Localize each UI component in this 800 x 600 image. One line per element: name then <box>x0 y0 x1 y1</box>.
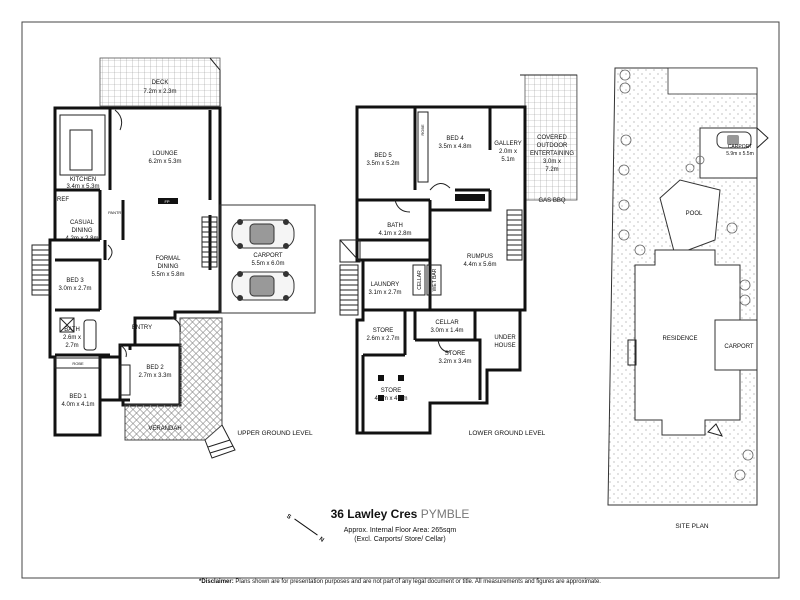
bed3-dim: 3.0m x 2.7m <box>58 286 91 292</box>
laundry-label: LAUNDRY <box>371 282 400 288</box>
fireplace <box>158 198 178 204</box>
disclaimer-text: Plans shown are for presentation purpose… <box>233 579 601 585</box>
lower-bath-label: BATH <box>387 223 403 229</box>
store1-label: STORE <box>373 328 394 334</box>
disclaimer-heading: *Disclaimer: <box>199 579 234 585</box>
lower-bath-dim: 4.1m x 2.8m <box>378 231 411 237</box>
store3-dim: 4.0m x 4.1m <box>374 396 407 402</box>
bed1-dim: 4.0m x 4.1m <box>61 402 94 408</box>
sheet-border <box>21 21 780 579</box>
lounge-dim: 6.2m x 5.3m <box>148 159 181 165</box>
bed2-dim: 2.7m x 3.3m <box>138 373 171 379</box>
formal-label-1: FORMAL <box>155 256 181 262</box>
carport-area <box>219 204 316 314</box>
casual-label-1: CASUAL <box>70 220 95 226</box>
pantry-label: PANTRY <box>108 210 124 215</box>
cellar-vertical-label: CELLAR <box>417 270 423 290</box>
verandah-area <box>124 317 223 441</box>
upper-ground-plan: DECK 7.2m x 2.3m KITCHEN 3.4m x 5.3m LOU… <box>31 57 316 459</box>
verandah-label: VERANDAH <box>148 426 181 432</box>
compass-south: S <box>285 514 292 521</box>
fp-label: FP <box>164 199 169 204</box>
underhouse-label-1: UNDER <box>494 335 516 341</box>
lower-ground-plan: BED 5 3.5m x 5.2m BED 4 3.5m x 4.8m GALL… <box>339 74 578 437</box>
lounge-label: LOUNGE <box>152 151 177 157</box>
site-carport-top-dim: 5.9m x 5.5m <box>726 151 754 157</box>
kitchen-label: KITCHEN <box>70 177 96 183</box>
gas-bbq-label: GAS BBQ <box>538 198 565 204</box>
floor-area-exclusion: (Excl. Carports/ Store/ Cellar) <box>354 536 446 543</box>
rumpus-label: RUMPUS <box>467 254 493 260</box>
casual-dim: 4.2m x 2.8m <box>65 236 98 242</box>
gallery-label: GALLERY <box>494 141 522 147</box>
underhouse-label-2: HOUSE <box>494 343 515 349</box>
cellar-label: CELLAR <box>435 320 459 326</box>
outdoor-label-2: OUTDOOR <box>537 143 568 149</box>
ref-label: REF <box>57 197 69 203</box>
upper-level-label: UPPER GROUND LEVEL <box>237 430 313 437</box>
lower-level-label: LOWER GROUND LEVEL <box>469 430 546 437</box>
deck-dim: 7.2m x 2.3m <box>143 89 176 95</box>
cellar-dim: 3.0m x 1.4m <box>430 328 463 334</box>
carport-label: CARPORT <box>253 253 283 259</box>
bed5-dim: 3.5m x 5.2m <box>366 161 399 167</box>
laundry-dim: 3.1m x 2.7m <box>368 290 401 296</box>
disclaimer: *Disclaimer: Plans shown are for present… <box>0 579 800 585</box>
car-icon <box>716 131 752 149</box>
site-carport <box>714 319 758 371</box>
rumpus-dim: 4.4m x 5.6m <box>463 262 496 268</box>
lower-robe-label: ROBE <box>420 124 425 136</box>
robe-label: ROBE <box>72 361 84 366</box>
store2-dim: 3.2m x 3.4m <box>438 359 471 365</box>
site-carport-label: CARPORT <box>724 344 754 350</box>
entry-label: ENTRY <box>132 325 152 331</box>
residence-label: RESIDENCE <box>662 336 697 342</box>
residence-outline <box>634 249 741 436</box>
outdoor-label-1: COVERED <box>537 135 567 141</box>
floor-area: Approx. Internal Floor Area: 265sqm <box>343 527 457 534</box>
car-icon <box>231 219 295 249</box>
bed4-dim: 3.5m x 4.8m <box>438 144 471 150</box>
bath-dim-1: 2.6m x <box>63 335 81 341</box>
bed1-label: BED 1 <box>69 394 87 400</box>
bed5-label: BED 5 <box>374 153 392 159</box>
store1-dim: 2.6m x 2.7m <box>366 336 399 342</box>
site-carport-top-label: CARPORT <box>728 144 752 150</box>
store2-label: STORE <box>445 351 466 357</box>
carport-dim: 5.5m x 6.0m <box>251 261 284 267</box>
bed3-label: BED 3 <box>66 278 84 284</box>
casual-label-2: DINING <box>72 228 93 234</box>
suburb: PYMBLE <box>420 507 470 521</box>
deck-label: DECK <box>152 80 169 86</box>
bed2-label: BED 2 <box>146 365 164 371</box>
car-icon <box>231 271 295 301</box>
compass-icon: S N <box>285 514 325 544</box>
pool-label: POOL <box>686 211 703 217</box>
outdoor-label-3: ENTERTAINING <box>530 151 574 157</box>
pool-outline <box>659 179 721 256</box>
outdoor-dim-1: 3.0m x <box>543 159 561 165</box>
formal-label-2: DINING <box>158 264 179 270</box>
title-block: 36 Lawley Cres PYMBLE Approx. Internal F… <box>300 507 500 543</box>
bath-dim-2: 2.7m <box>65 343 78 349</box>
formal-dim: 5.5m x 5.8m <box>151 272 184 278</box>
bed4-label: BED 4 <box>446 136 464 142</box>
address-line: 36 Lawley Cres PYMBLE <box>300 507 500 521</box>
site-plan: CARPORT 5.9m x 5.5m POOL RESIDENCE CARPO… <box>607 67 769 530</box>
kitchen-dim: 3.4m x 5.3m <box>66 184 99 190</box>
store3-label: STORE <box>381 388 402 394</box>
compass-north: N <box>318 536 325 543</box>
site-plan-label: SITE PLAN <box>675 523 709 530</box>
covered-outdoor-area <box>524 74 578 201</box>
wetbar-label: WET BAR <box>432 268 438 291</box>
gallery-dim-2: 5.1m <box>501 157 514 163</box>
gallery-dim-1: 2.0m x <box>499 149 517 155</box>
bath-label: BATH <box>64 327 80 333</box>
outdoor-dim-2: 7.2m <box>545 167 558 173</box>
deck-area <box>99 57 221 107</box>
address: 36 Lawley Cres <box>330 507 418 521</box>
